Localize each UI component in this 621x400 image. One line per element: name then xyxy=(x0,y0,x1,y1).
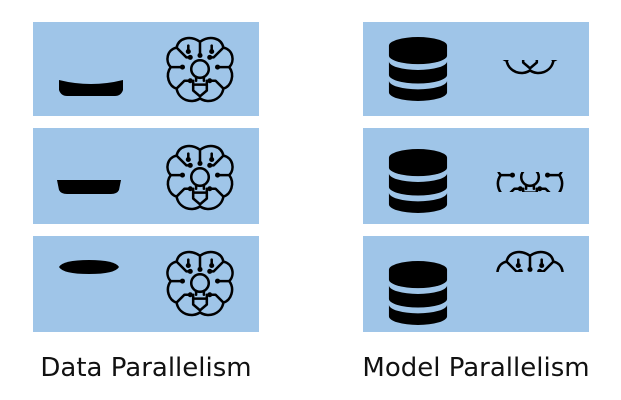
model-parallel-panel-2 xyxy=(363,128,589,224)
data-slice-icon xyxy=(59,260,119,274)
brain-fragment-icon xyxy=(496,60,564,75)
model-parallelism-caption: Model Parallelism xyxy=(362,353,590,383)
model-parallel-panel-1 xyxy=(363,22,589,116)
brain-circuit-icon xyxy=(161,32,239,110)
data-slice-icon xyxy=(57,180,121,194)
brain-fragment-icon xyxy=(496,250,564,272)
brain-circuit-icon xyxy=(161,246,239,324)
database-icon xyxy=(387,36,449,102)
brain-fragment-icon xyxy=(496,172,564,192)
database-icon xyxy=(387,148,449,214)
database-icon xyxy=(387,260,449,326)
brain-circuit-icon xyxy=(161,140,239,218)
data-parallel-panel-2 xyxy=(33,128,259,224)
data-parallelism-caption: Data Parallelism xyxy=(40,353,252,383)
data-slice-icon xyxy=(59,80,123,96)
data-parallel-panel-1 xyxy=(33,22,259,116)
data-parallel-panel-3 xyxy=(33,236,259,332)
model-parallel-panel-3 xyxy=(363,236,589,332)
